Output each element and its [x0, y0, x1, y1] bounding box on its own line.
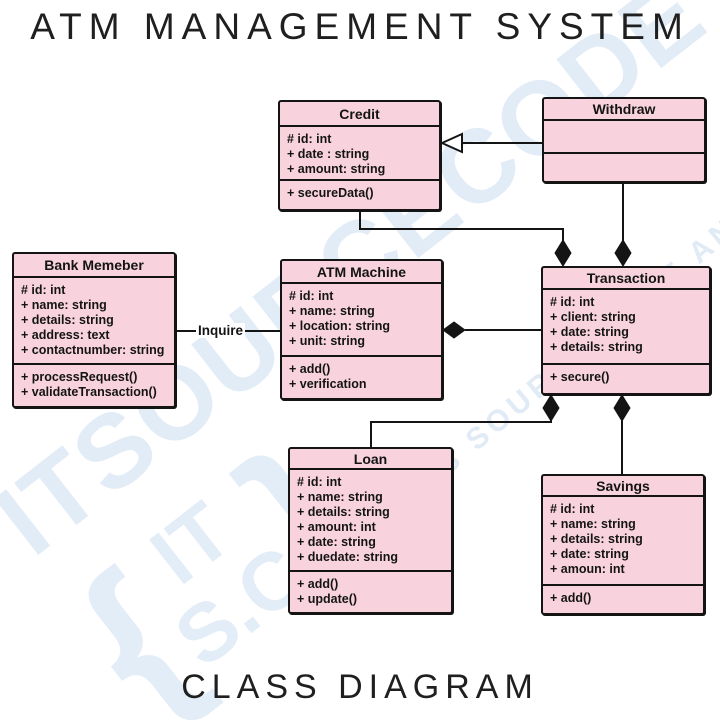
class-member: + name: string: [21, 298, 107, 312]
class-member: + date: string: [297, 535, 376, 549]
class-member: + verification: [289, 377, 367, 391]
class-methods: + secureData(): [280, 181, 439, 209]
class-title: Credit: [280, 102, 439, 127]
composition-diamond-icon: [613, 394, 631, 422]
class-member: # id: int: [550, 502, 595, 516]
class-methods: + processRequest()+ validateTransaction(…: [14, 365, 174, 406]
class-member: + client: string: [550, 310, 636, 324]
composition-diamond-icon: [554, 239, 572, 267]
class-methods: + secure(): [543, 365, 709, 393]
class-member: + secureData(): [287, 186, 374, 200]
class-member: + unit: string: [289, 334, 366, 348]
class-box-atm-machine[interactable]: ATM Machine # id: int+ name: string+ loc…: [280, 259, 443, 400]
edge-label-inquire: Inquire: [196, 323, 246, 338]
page-subtitle: CLASS DIAGRAM: [181, 668, 539, 706]
class-member: + details: string: [550, 532, 643, 546]
class-attributes: # id: int+ name: string+ details: string…: [290, 470, 451, 572]
class-title: Bank Memeber: [14, 254, 174, 278]
class-member: + amoun: int: [550, 562, 625, 576]
class-title: ATM Machine: [282, 261, 441, 284]
class-member: + name: string: [297, 490, 383, 504]
class-member: + name: string: [550, 517, 636, 531]
class-methods: + add(): [543, 586, 703, 613]
composition-diamond-icon: [542, 394, 560, 422]
class-member: # id: int: [21, 283, 66, 297]
class-box-bank-memeber[interactable]: Bank Memeber # id: int+ name: string+ de…: [12, 252, 176, 408]
class-member: + details: string: [21, 313, 114, 327]
edge-transaction-loan: [370, 420, 552, 447]
class-box-transaction[interactable]: Transaction # id: int+ client: string+ d…: [541, 266, 711, 395]
class-methods: + add()+ update(): [290, 572, 451, 612]
class-attributes: [544, 121, 704, 154]
page-title: ATM MANAGEMENT SYSTEM: [30, 6, 690, 47]
class-title: Withdraw: [544, 99, 704, 121]
class-member: + secure(): [550, 370, 610, 384]
class-box-credit[interactable]: Credit # id: int+ date : string+ amount:…: [278, 100, 441, 211]
class-attributes: # id: int+ name: string+ location: strin…: [282, 284, 441, 357]
class-member: # id: int: [550, 295, 595, 309]
class-attributes: # id: int+ name: string+ details: string…: [14, 278, 174, 365]
class-member: + date: string: [550, 325, 629, 339]
edge-credit-transaction: [359, 210, 564, 241]
class-methods: [544, 154, 704, 181]
class-box-withdraw[interactable]: Withdraw: [542, 97, 706, 183]
class-member: + location: string: [289, 319, 391, 333]
class-member: + date : string: [287, 147, 370, 161]
composition-diamond-icon: [614, 239, 632, 267]
class-attributes: # id: int+ name: string+ details: string…: [543, 497, 703, 586]
class-member: # id: int: [289, 289, 334, 303]
class-member: + name: string: [289, 304, 375, 318]
class-title: Savings: [543, 476, 703, 497]
class-attributes: # id: int+ client: string+ date: string+…: [543, 290, 709, 365]
class-member: # id: int: [287, 132, 332, 146]
composition-diamond-icon: [442, 321, 466, 339]
class-member: + amount: string: [287, 162, 386, 176]
class-member: + contactnumber: string: [21, 343, 165, 357]
class-methods: + add()+ verification: [282, 357, 441, 398]
class-member: # id: int: [297, 475, 342, 489]
class-box-savings[interactable]: Savings # id: int+ name: string+ details…: [541, 474, 705, 615]
class-member: + update(): [297, 592, 358, 606]
class-member: + duedate: string: [297, 550, 399, 564]
class-member: + amount: int: [297, 520, 376, 534]
class-member: + add(): [550, 591, 592, 605]
class-member: + processRequest(): [21, 370, 138, 384]
class-attributes: # id: int+ date : string+ amount: string: [280, 127, 439, 181]
class-member: + date: string: [550, 547, 629, 561]
class-member: + add(): [289, 362, 331, 376]
class-member: + details: string: [297, 505, 390, 519]
generalization-arrow-icon: [439, 132, 463, 154]
class-member: + add(): [297, 577, 339, 591]
class-member: + details: string: [550, 340, 643, 354]
class-box-loan[interactable]: Loan # id: int+ name: string+ details: s…: [288, 447, 453, 614]
class-title: Loan: [290, 449, 451, 470]
class-member: + address: text: [21, 328, 110, 342]
class-member: + validateTransaction(): [21, 385, 157, 399]
class-title: Transaction: [543, 268, 709, 290]
